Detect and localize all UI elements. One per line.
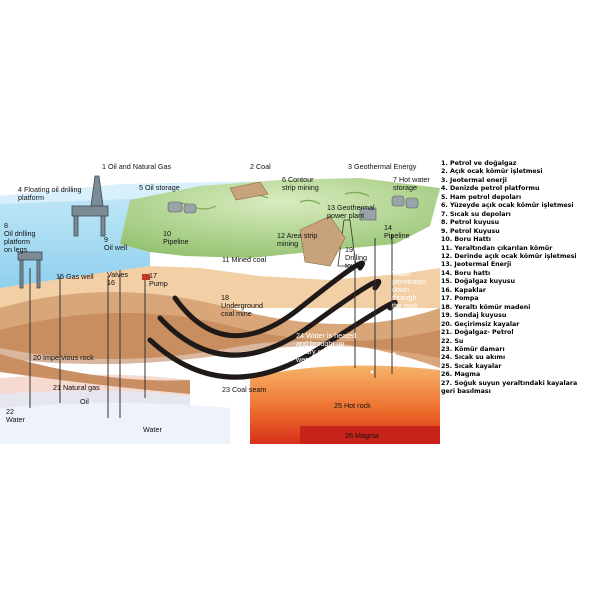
legend-item: 4. Denizde petrol platformu [441,185,540,193]
label-contour-strip-mining: 6 Contour strip mining [282,175,319,192]
label-water-heated: 24 Water is heated and brought up as dry… [296,331,357,364]
label-oil-natural-gas: 1 Oil and Natural Gas [102,162,172,171]
layer-mid-brown [0,312,440,365]
drilling-tower [337,219,357,267]
legend-item: 24. Sıcak su akımı [441,354,506,362]
legs-platform [17,251,43,289]
label-water: Water [143,425,162,434]
energy-block-diagram: 1 Oil and Natural Gas 2 Coal 3 Geotherma… [0,158,440,444]
label-oil-platform-legs: 8 Oil drilling platform on legs [4,221,36,254]
cross-section-illustration [0,158,440,444]
magma [300,426,440,444]
legend-item: 27. Soğuk suyun yeraltındaki kayalara ge… [441,379,578,396]
layer-lower-brown [0,354,190,394]
label-geothermal-plant: 13 Geothermal power plant [327,203,375,220]
hot-rock [250,365,440,444]
label-underground-coal-mine: 18 Underground coal mine [221,293,263,318]
legend-item: 8. Petrol kuyusu [441,219,500,227]
storage-tanks [167,195,419,221]
legend-item: 1. Petrol ve doğalgaz [441,160,517,167]
label-hot-water-storage: 7 Hot water storage [393,175,430,192]
steam-bubbles [358,352,396,374]
legend-item: 10. Boru Hattı [441,236,491,244]
legend-item: 17. Pompa [441,295,479,303]
legend-item: 20. Geçirimsiz kayalar [441,320,520,328]
label-pipeline-14: 14 Pipeline [384,223,410,240]
label-gas-well: 15 Gas well [56,272,94,281]
legend-item: 26. Magma [441,371,481,379]
label-pipeline-10: 10 Pipeline [163,229,189,246]
legend-item: 5. Ham petrol depoları [441,193,522,201]
label-oil-storage: 5 Oil storage [139,183,180,192]
legend-item: 25. Sıcak kayalar [441,362,502,370]
label-water-penetrates: 27 Water penetrates down through the roc… [392,261,426,310]
label-pump: 17 Pump [149,271,168,288]
label-geothermal-energy: 3 Geothermal Energy [348,162,417,171]
label-oil: Oil [80,397,89,406]
label-mined-coal: 11 Mined coal [222,255,267,264]
label-natural-gas: 21 Natural gas [53,383,100,392]
legend-item: 7. Sıcak su depoları [441,210,511,218]
coal-seams [147,260,398,380]
land-surface [120,178,440,258]
legend-item: 2. Açık ocak kömür işletmesi [441,168,543,176]
label-water-22: 22 Water [6,407,25,424]
label-floating-platform: 4 Floating oil drilling platform [18,185,82,202]
legend-item: 6. Yüzeyde açık ocak kömür işletmesi [441,202,574,210]
legend-item: 3. Jeotermal enerji [441,176,507,184]
legend-list: 1. Petrol ve doğalgaz 2. Açık ocak kömür… [441,160,599,397]
label-oil-well: 9 Oil well [104,235,128,252]
strip-mine [229,181,346,267]
label-magma: 26 Magma [345,431,379,440]
legend-item: 14. Boru hattı [441,269,491,277]
legend-item: 22. Su [441,337,464,345]
legend-item: 11. Yeraltından çıkarılan kömür [441,244,553,252]
legend-item: 19. Sondaj kuyusu [441,312,507,320]
wells [29,234,393,418]
label-valves: Valves 16 [107,270,129,287]
label-impervious-rock: 20 Impervious rock [33,353,94,362]
label-coal: 2 Coal [250,162,271,171]
legend-item: 23. Kömür damarı [441,345,505,353]
legend-item: 9. Petrol Kuyusu [441,227,500,235]
pump [142,274,150,280]
legend-item: 21. Doğalgaz- Petrol [441,329,514,337]
legend-item: 18. Yeraltı kömür madeni [441,303,531,311]
legend-item: 12. Derinde açık ocak kömür işletmesi [441,252,577,260]
layer-water [0,403,230,444]
label-area-strip-mining: 12 Area strip mining [277,231,318,248]
legend-item: 15. Doğalgaz kuyusu [441,278,515,286]
floating-platform [71,175,109,237]
label-hot-rock: 25 Hot rock [334,401,371,410]
label-coal-seam: 23 Coal seam [222,385,267,394]
legend-item: 13. Jeotermal Enerji [441,261,512,269]
label-drilling-tower: 19 Drilling tower [345,245,367,270]
legend-item: 16. Kapaklar [441,286,486,294]
